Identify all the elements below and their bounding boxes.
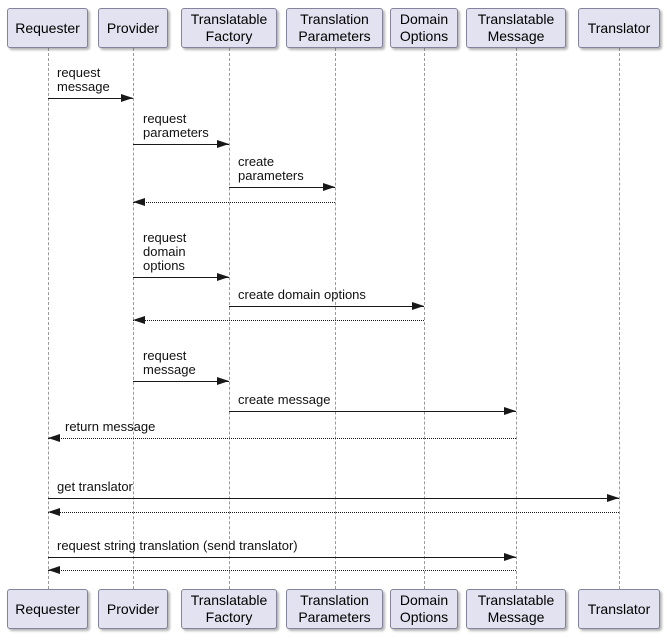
- arrowhead-icon-4: [133, 198, 145, 206]
- message-line-return-14: [47, 570, 516, 571]
- message-label-create-message: create message: [238, 392, 331, 407]
- message-label-request-parameters: request parameters: [143, 111, 209, 140]
- participant-domain-options-top: Domain Options: [390, 8, 458, 48]
- participant-requester-top: Requester: [7, 8, 88, 48]
- arrowhead-icon-7: [133, 316, 145, 324]
- message-line-return-12: [47, 512, 619, 513]
- participant-requester-bottom: Requester: [7, 589, 88, 629]
- arrowhead-icon-3: [322, 183, 335, 191]
- lifeline-translatable-message: [516, 48, 517, 589]
- message-label-request-message: request message: [143, 348, 196, 377]
- message-line-create-domain-options-6: [229, 306, 424, 307]
- message-line-create-parameters-3: [229, 187, 335, 188]
- lifeline-domain-options: [424, 48, 425, 589]
- participant-translatable-message-top: Translatable Message: [466, 8, 566, 48]
- arrowhead-icon-9: [504, 407, 516, 415]
- lifeline-requester: [47, 48, 49, 589]
- message-label-create-parameters: create parameters: [238, 154, 304, 183]
- arrowhead-icon-12: [47, 508, 60, 516]
- arrowhead-icon-10: [47, 434, 60, 442]
- arrowhead-icon-14: [47, 566, 60, 574]
- message-line-return-7: [133, 320, 424, 321]
- message-line-return-message-10: [47, 438, 516, 439]
- message-line-create-message-9: [229, 411, 516, 412]
- arrowhead-icon-6: [412, 302, 424, 310]
- lifeline-translator: [619, 48, 620, 589]
- participant-translatable-factory-bottom: Translatable Factory: [181, 589, 277, 629]
- message-line-return-4: [133, 202, 335, 203]
- message-line-request-string-translation-send-translator-13: [47, 557, 516, 558]
- arrowhead-icon-11: [607, 494, 619, 502]
- participant-translation-parameters-bottom: Translation Parameters: [286, 589, 383, 629]
- arrowhead-icon-5: [217, 273, 229, 281]
- lifeline-translatable-factory: [229, 48, 230, 589]
- message-label-request-message: request message: [57, 65, 110, 94]
- message-line-request-message-1: [47, 98, 133, 99]
- lifeline-translation-parameters: [334, 48, 336, 589]
- message-line-request-domain-options-5: [133, 277, 229, 278]
- participant-translatable-factory-top: Translatable Factory: [181, 8, 277, 48]
- message-line-request-parameters-2: [133, 144, 229, 145]
- message-label-create-domain-options: create domain options: [238, 287, 366, 302]
- arrowhead-icon-13: [504, 553, 516, 561]
- participant-translation-parameters-top: Translation Parameters: [286, 8, 383, 48]
- participant-provider-bottom: Provider: [98, 589, 168, 629]
- participant-translator-top: Translator: [578, 8, 660, 48]
- message-line-request-message-8: [133, 381, 229, 382]
- message-label-return-message: return message: [65, 419, 156, 434]
- arrowhead-icon-2: [217, 140, 229, 148]
- message-label-get-translator: get translator: [57, 479, 133, 494]
- arrowhead-icon-1: [121, 94, 133, 102]
- participant-provider-top: Provider: [98, 8, 168, 48]
- participant-domain-options-bottom: Domain Options: [390, 589, 458, 629]
- participant-translator-bottom: Translator: [578, 589, 660, 629]
- arrowhead-icon-8: [217, 377, 229, 385]
- message-label-request-domain-options: request domain options: [143, 230, 187, 273]
- participant-translatable-message-bottom: Translatable Message: [466, 589, 566, 629]
- message-line-get-translator-11: [47, 498, 619, 499]
- message-label-request-string-translation-send-translator: request string translation (send transla…: [57, 538, 298, 553]
